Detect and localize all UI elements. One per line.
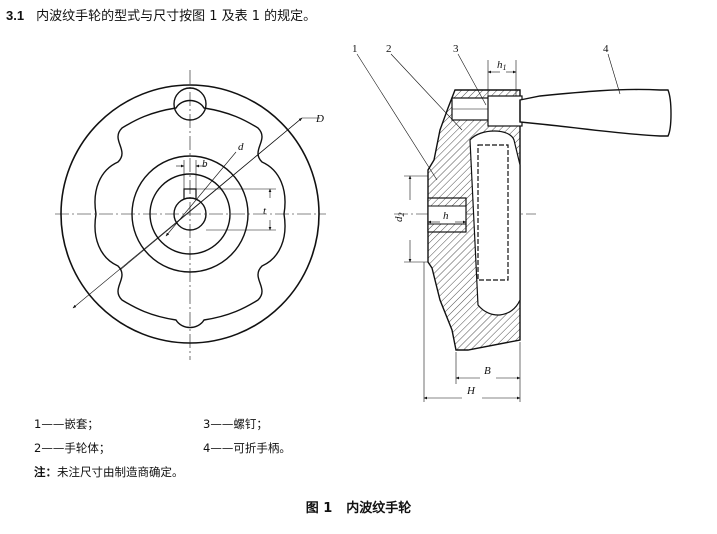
dim-B-H bbox=[423, 262, 521, 402]
section-number: 3.1 bbox=[6, 8, 25, 23]
dim-t-label: t bbox=[263, 205, 267, 217]
dim-d2-label: d2 bbox=[393, 213, 406, 223]
front-view bbox=[55, 70, 326, 360]
note-text: 未注尺寸由制造商确定。 bbox=[57, 465, 184, 479]
figure-caption: 图 1 内波纹手轮 bbox=[0, 497, 717, 516]
part-number-2: 2 bbox=[386, 43, 392, 55]
figure-number: 图 1 bbox=[305, 501, 333, 516]
dim-d2 bbox=[404, 175, 428, 263]
dim-h-label: h bbox=[443, 210, 449, 222]
dim-d-label: d bbox=[238, 141, 244, 153]
foldable-handle bbox=[519, 88, 672, 137]
part-number-1: 1 bbox=[352, 43, 358, 55]
section-text: 内波纹手轮的型式与尺寸按图 1 及表 1 的规定。 bbox=[36, 9, 317, 24]
figure-title: 内波纹手轮 bbox=[346, 501, 412, 516]
part-number-3: 3 bbox=[453, 43, 459, 55]
legend-item-4: 4——可折手柄。 bbox=[203, 441, 291, 455]
dim-H-label: H bbox=[466, 385, 476, 397]
part-leaders bbox=[356, 53, 621, 181]
section-heading: 3.1 内波纹手轮的型式与尺寸按图 1 及表 1 的规定。 bbox=[6, 5, 316, 24]
dim-h1 bbox=[487, 60, 517, 96]
wavy-inner-edge bbox=[94, 99, 286, 329]
legend-item-1: 1——嵌套； bbox=[34, 417, 99, 431]
section-view bbox=[394, 88, 672, 351]
note-label: 注： bbox=[34, 465, 57, 479]
legend-item-2: 2——手轮体； bbox=[34, 441, 111, 455]
note: 注：未注尺寸由制造商确定。 bbox=[34, 464, 184, 480]
part-number-4: 4 bbox=[603, 43, 609, 55]
dim-b-label: b bbox=[202, 158, 208, 170]
dim-B-label: B bbox=[484, 365, 491, 377]
legend-item-3: 3——螺钉； bbox=[203, 417, 268, 431]
dim-D-label: D bbox=[315, 113, 324, 125]
dim-h1-label: h1 bbox=[497, 59, 507, 72]
